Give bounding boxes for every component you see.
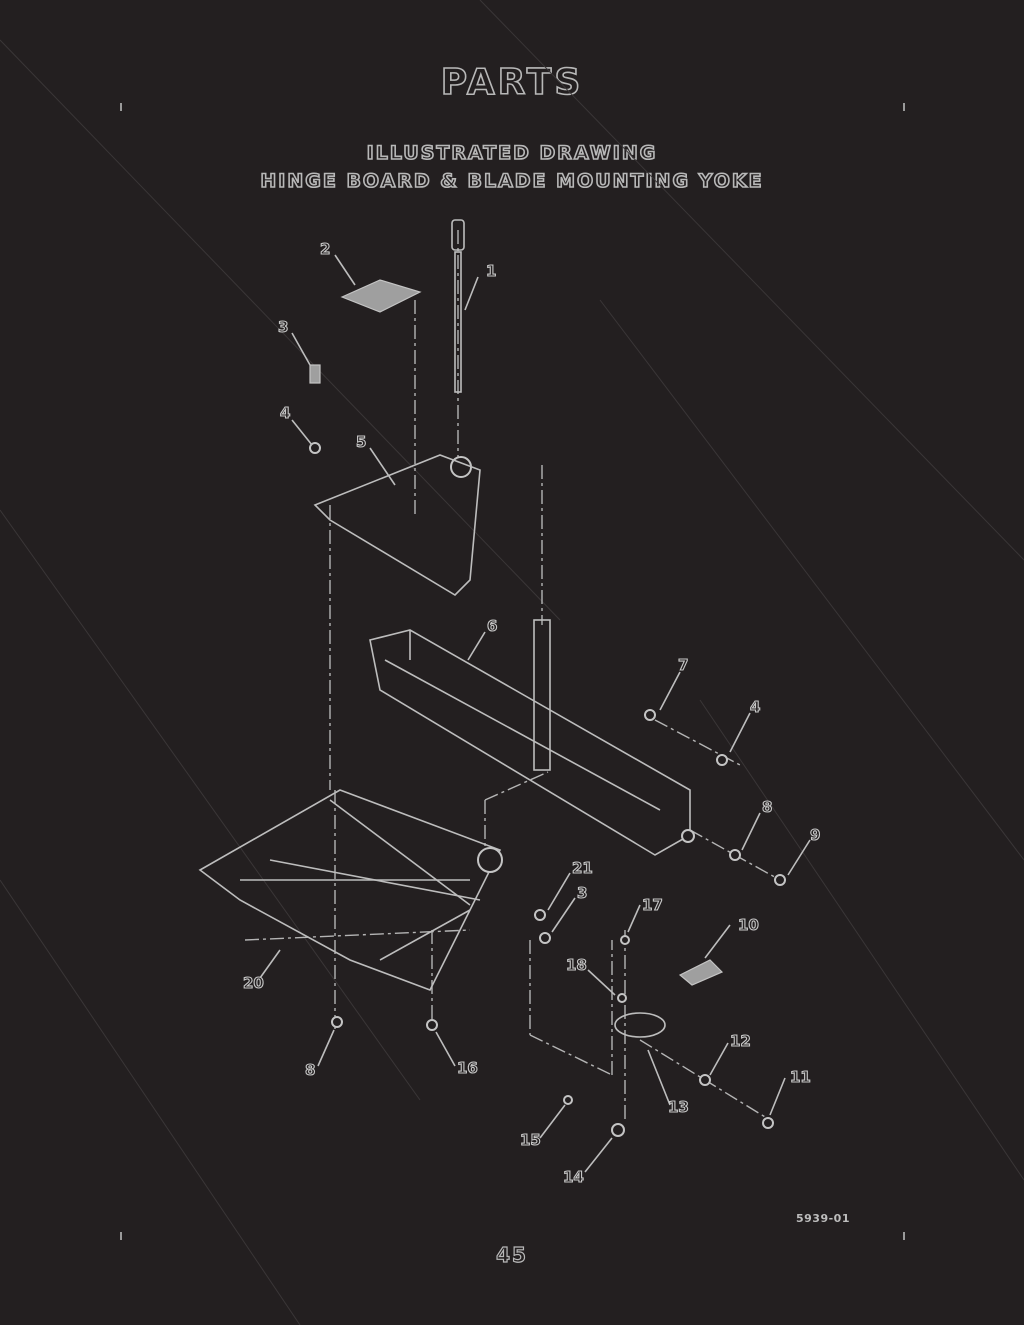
drawing-title-line2: HINGE BOARD & BLADE MOUNTING YOKE xyxy=(260,169,764,193)
callout-6: 6 xyxy=(487,617,497,635)
callout-11: 11 xyxy=(790,1068,811,1086)
callout-17: 17 xyxy=(642,896,663,914)
callout-8-lower: 8 xyxy=(305,1061,315,1079)
callout-numbers: 1 2 3 4 5 6 7 4 8 9 21 3 17 10 18 20 12 … xyxy=(242,239,821,1186)
crop-mark-bottom-right xyxy=(903,1232,905,1240)
callout-9: 9 xyxy=(810,826,820,844)
callout-4: 4 xyxy=(280,404,290,422)
callout-7: 7 xyxy=(678,656,688,674)
callout-12: 12 xyxy=(730,1032,751,1050)
part-hinge-board xyxy=(313,454,481,597)
part-bolt-nut xyxy=(309,364,321,454)
callout-3: 3 xyxy=(278,318,288,336)
callout-20: 20 xyxy=(243,974,264,992)
page-number: 45 xyxy=(495,1242,528,1267)
part-small-fasteners xyxy=(331,709,786,1137)
callout-4-right: 4 xyxy=(750,698,760,716)
crop-mark-top-right xyxy=(903,103,905,111)
callout-13: 13 xyxy=(668,1098,689,1116)
callout-15: 15 xyxy=(520,1131,541,1149)
callout-16: 16 xyxy=(457,1059,478,1077)
callout-3-lower: 3 xyxy=(577,884,587,902)
callout-21: 21 xyxy=(572,859,593,877)
drawing-title-line1: ILLUSTRATED DRAWING xyxy=(366,141,658,165)
drawing-code: 5939-01 xyxy=(796,1212,850,1225)
callout-2: 2 xyxy=(320,240,330,258)
part-cylinder xyxy=(450,219,472,478)
leader-lines xyxy=(259,254,811,1173)
part-frame-assembly xyxy=(198,789,503,992)
crop-mark-bottom-left xyxy=(120,1232,122,1240)
section-title: PARTS xyxy=(440,61,584,104)
callout-5: 5 xyxy=(356,433,366,451)
callout-18: 18 xyxy=(566,956,587,974)
center-lines xyxy=(244,230,781,1121)
callout-14: 14 xyxy=(563,1168,584,1186)
part-plate-2 xyxy=(340,279,422,313)
callout-10: 10 xyxy=(738,916,759,934)
callout-8: 8 xyxy=(762,798,772,816)
crop-mark-top-left xyxy=(120,103,122,111)
callout-1: 1 xyxy=(486,262,496,280)
part-blade-yoke xyxy=(369,619,695,856)
